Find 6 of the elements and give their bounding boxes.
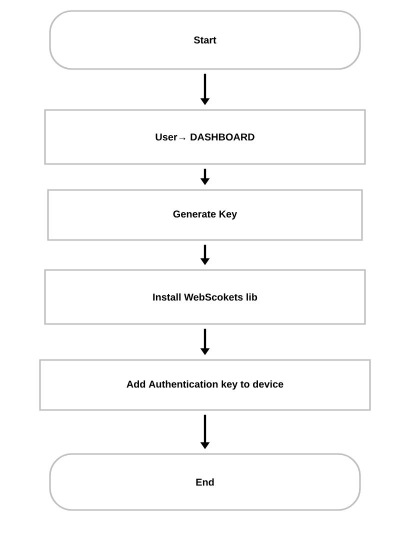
terminal-box: End <box>49 453 361 511</box>
process-box: Add Authentication key to device <box>39 359 371 411</box>
process-box: Generate Key <box>47 189 363 241</box>
terminal-box: Start <box>49 10 361 70</box>
process-box: Install WebScokets lib <box>44 269 366 325</box>
process-box: User→ DASHBOARD <box>44 109 366 165</box>
